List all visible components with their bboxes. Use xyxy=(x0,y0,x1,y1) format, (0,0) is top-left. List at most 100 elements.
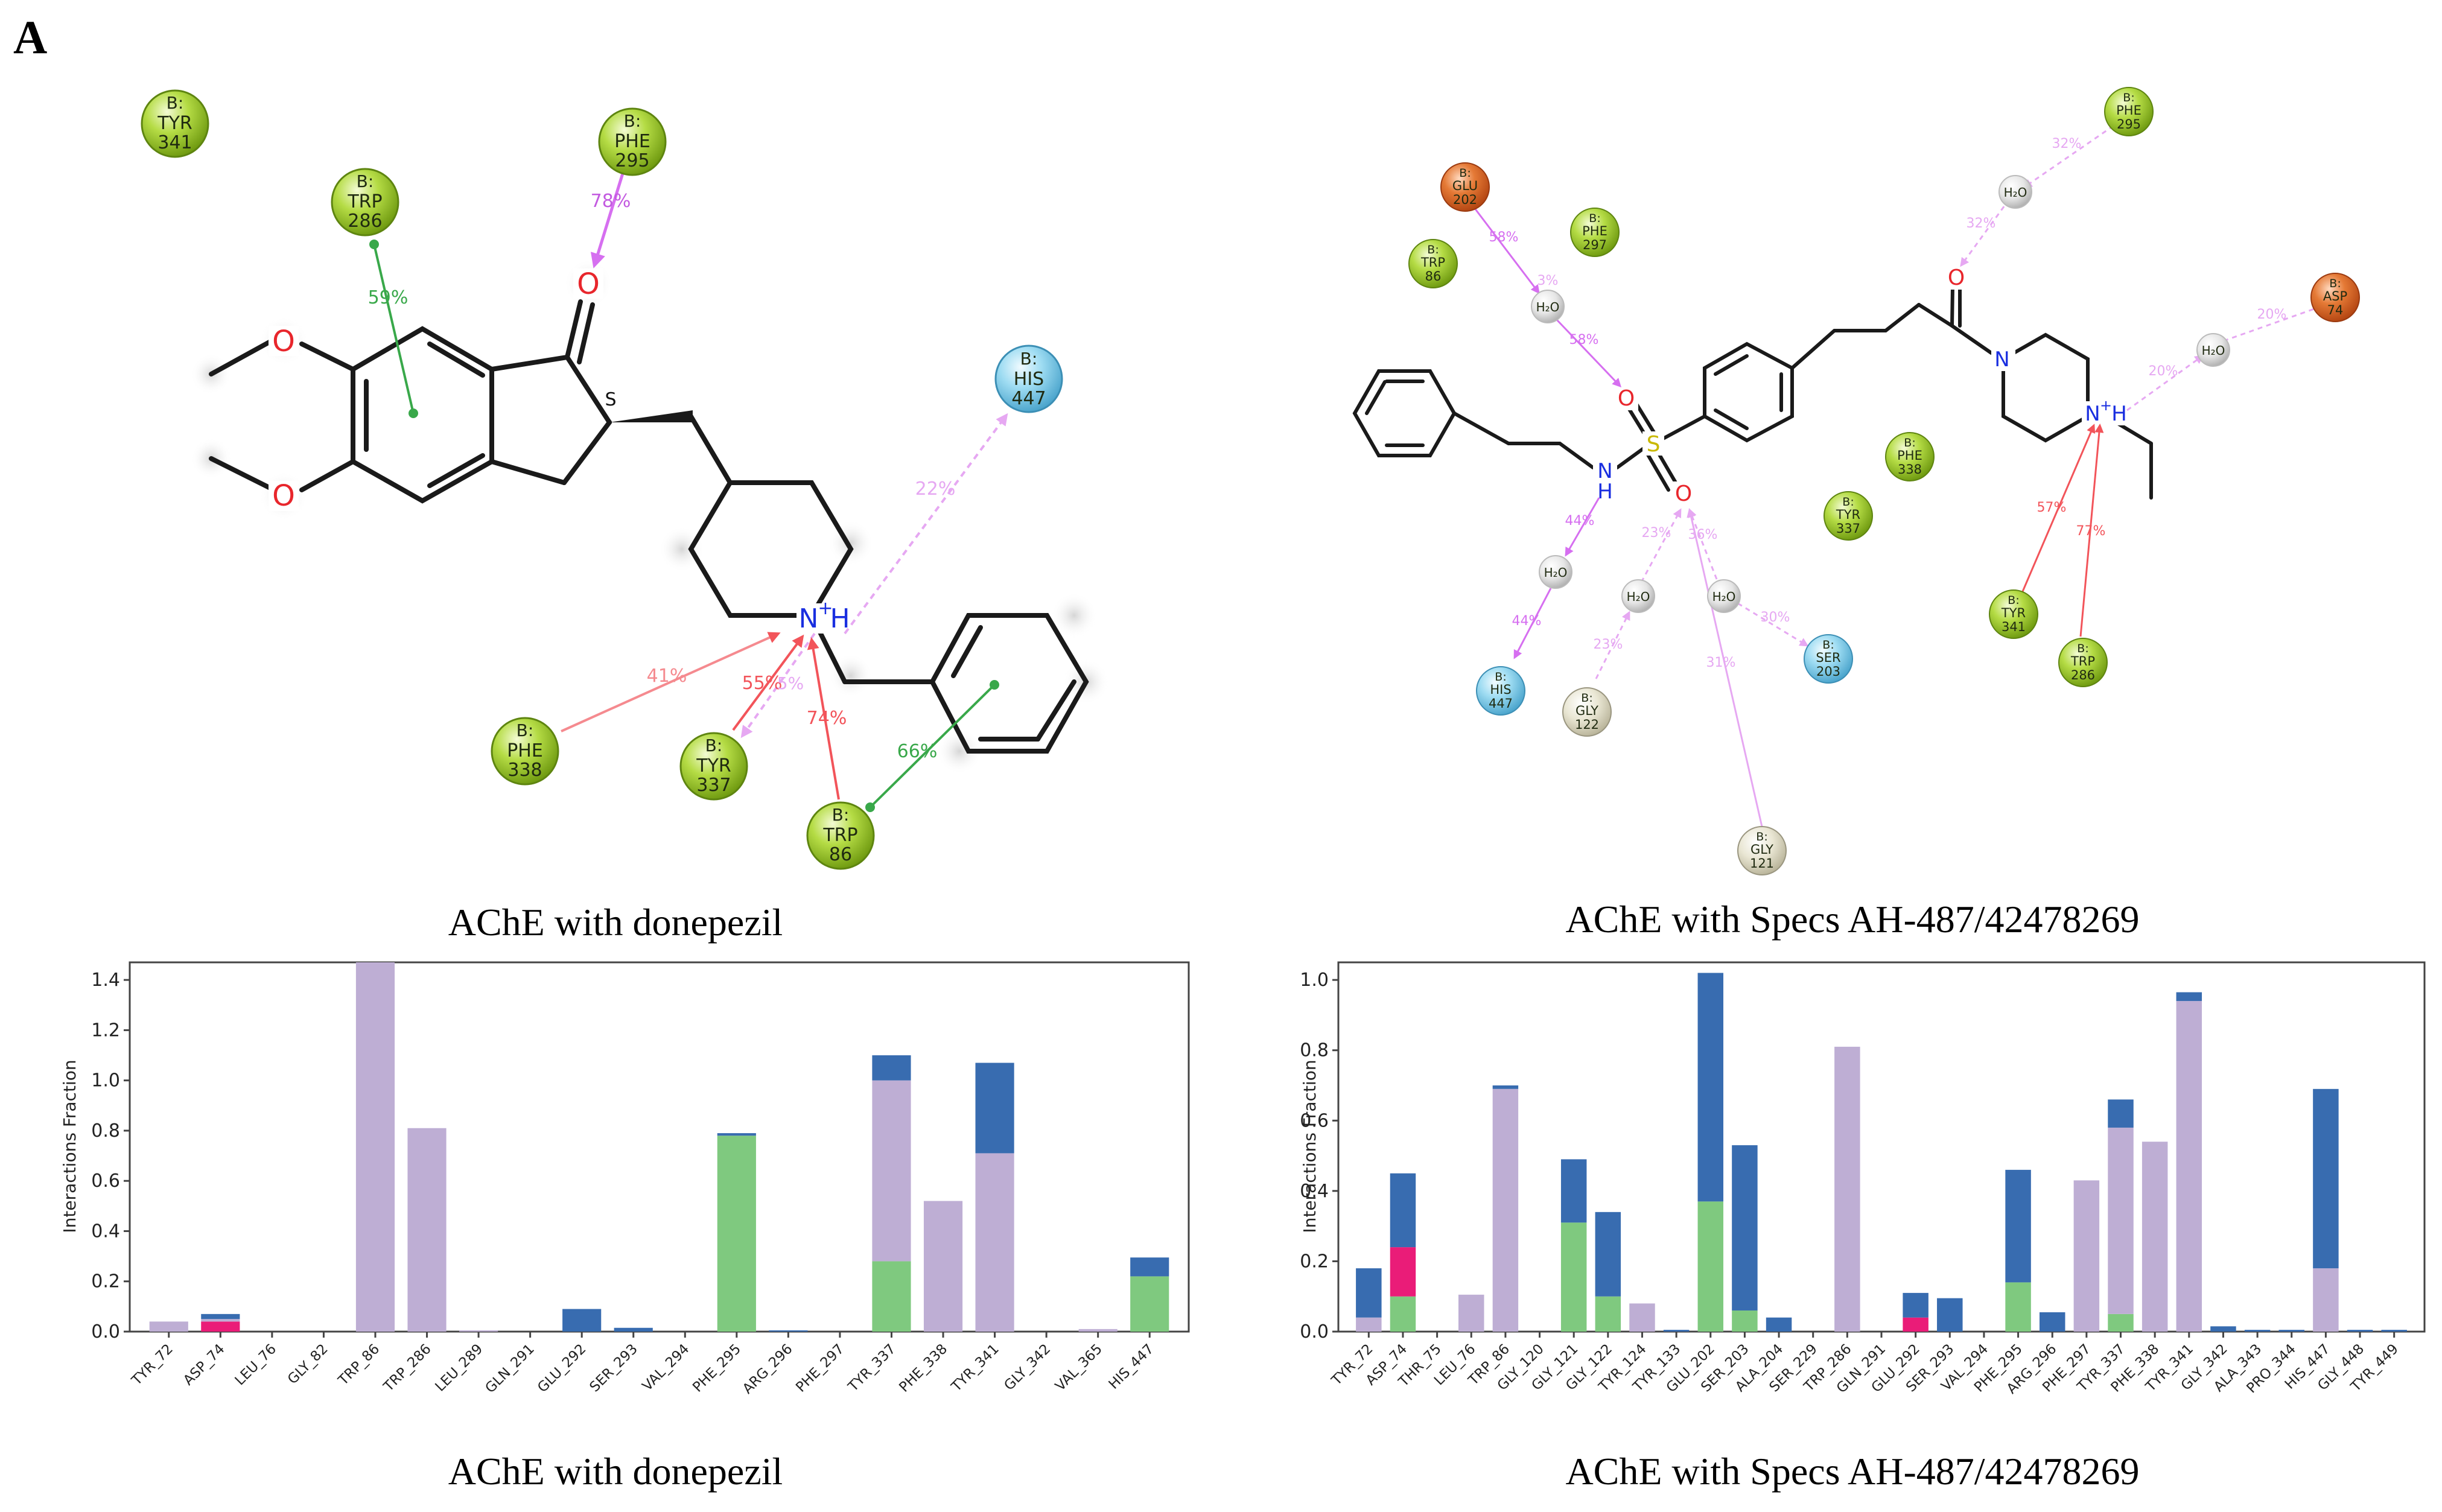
residue-phe338-left: B: PHE 338 xyxy=(491,717,559,786)
picat-tyr337 xyxy=(732,634,804,731)
svg-text:B:: B: xyxy=(2123,91,2134,104)
x-tick-label: VAL_294 xyxy=(640,1341,693,1394)
bar-water-bridge-asp-74 xyxy=(1390,1173,1416,1248)
svg-text:B:: B: xyxy=(1459,167,1471,180)
svg-text:286: 286 xyxy=(2071,668,2095,682)
svg-text:B:: B: xyxy=(1581,691,1592,705)
atom-nitrogen-plus: N xyxy=(2085,402,2100,426)
svg-text:TRP: TRP xyxy=(822,825,857,846)
caption-bottom-right: AChE with Specs AH-487/42478269 xyxy=(1565,1450,2139,1493)
atom-oxygen-s1: O xyxy=(1618,386,1635,411)
svg-text:295: 295 xyxy=(2117,117,2141,132)
svg-text:202: 202 xyxy=(1453,192,1477,207)
bar-chart-specs: Interactions Fraction 0.00.20.40.60.81.0… xyxy=(1300,961,2426,1397)
svg-text:337: 337 xyxy=(696,775,731,796)
svg-text:TYR: TYR xyxy=(1836,507,1860,522)
atom-oxygen-2: O xyxy=(272,479,295,513)
svg-text:B:: B: xyxy=(1427,243,1439,256)
water-molecules-right: H₂O H₂O H₂O H₂O H₂O H₂O xyxy=(1531,175,2230,613)
bar-water-bridge-ala-343 xyxy=(2244,1330,2271,1332)
y-tick-label: 0.4 xyxy=(1300,1181,1329,1202)
pct-41: 41% xyxy=(647,665,687,687)
atom-hydrogen: H xyxy=(830,603,850,634)
y-tick-label: 1.4 xyxy=(91,970,120,991)
svg-text:TRP: TRP xyxy=(2070,654,2095,669)
svg-text:338: 338 xyxy=(507,760,542,781)
bar-hydrophobic-tyr-341 xyxy=(2176,1001,2202,1332)
x-tick-label: GLY_342 xyxy=(1001,1341,1054,1394)
bar-water-bridge-gly-122 xyxy=(1595,1212,1621,1297)
svg-text:341: 341 xyxy=(157,132,192,153)
bar-water-bridge-asp-74 xyxy=(201,1313,240,1320)
plot-frame xyxy=(1337,961,2426,1333)
x-tick-label: HIS_447 xyxy=(1106,1341,1157,1393)
x-tick-label: SER_293 xyxy=(587,1341,641,1395)
picat-phe338 xyxy=(561,632,781,732)
atom-nitrogen-piperazine: N xyxy=(1994,348,2009,372)
svg-text:B:: B: xyxy=(624,111,641,131)
svg-text:341: 341 xyxy=(2002,620,2026,634)
bar-water-bridge-ser-293 xyxy=(614,1327,653,1332)
atom-nitrogen-amide: N xyxy=(1597,459,1612,483)
bar-water-bridge-ser-293 xyxy=(1937,1298,1963,1332)
svg-text:B:: B: xyxy=(1020,349,1038,369)
bar-water-bridge-pro-344 xyxy=(2278,1330,2304,1332)
svg-text:86: 86 xyxy=(1425,269,1442,284)
bar-water-bridge-gly-121 xyxy=(1560,1159,1587,1223)
svg-text:PHE: PHE xyxy=(1582,224,1607,238)
bar-hydrophobic-tyr-337 xyxy=(2108,1127,2134,1314)
y-tick-label: 0.4 xyxy=(91,1221,120,1242)
bar-hydrophobic-phe-297 xyxy=(2073,1180,2100,1332)
pct-74: 74% xyxy=(807,708,847,729)
svg-text:B:: B: xyxy=(1822,638,1834,652)
atom-oxygen-ketone: O xyxy=(577,267,600,301)
svg-text:GLY: GLY xyxy=(1576,704,1598,718)
svg-text:23%: 23% xyxy=(1594,637,1623,652)
bar-hydrophobic-tyr-337 xyxy=(872,1080,911,1262)
x-tick-label: VAL_365 xyxy=(1052,1341,1105,1394)
y-tick-label: 0.6 xyxy=(91,1171,120,1192)
atom-hydrogen-amide: H xyxy=(1597,480,1613,504)
svg-text:286: 286 xyxy=(348,211,382,232)
ligand-atoms-right: O O O S N H N N + H xyxy=(1593,265,2130,506)
svg-text:32%: 32% xyxy=(2052,136,2082,151)
bar-water-bridge-gly-342 xyxy=(2210,1326,2236,1332)
bar-hbond-tyr-337 xyxy=(2108,1313,2134,1332)
x-tick-label: TYR_341 xyxy=(948,1341,1002,1395)
svg-text:31%: 31% xyxy=(1706,655,1736,670)
bar-ionic-asp-74 xyxy=(1390,1247,1416,1297)
residue-tyr341-left: B: TYR 341 xyxy=(141,89,209,158)
svg-text:H₂O: H₂O xyxy=(2004,185,2027,200)
svg-text:TRP: TRP xyxy=(1420,255,1445,270)
bar-hydrophobic-tyr-72 xyxy=(1356,1317,1382,1332)
residue-his447-left: B: HIS 447 xyxy=(994,345,1063,413)
ligand-diagram-donepezil: O O O S N + H 78% 59% 22% 41% 55% 5% xyxy=(141,89,1109,870)
bar-hbond-his-447 xyxy=(1130,1276,1169,1332)
svg-text:B:: B: xyxy=(1589,212,1600,225)
bar-hydrophobic-trp-86 xyxy=(1492,1088,1519,1332)
y-tick-label: 0.6 xyxy=(1300,1110,1329,1131)
atom-nitrogen: N xyxy=(799,603,819,634)
bar-hbond-gly-121 xyxy=(1560,1222,1587,1332)
svg-text:23%: 23% xyxy=(1642,526,1671,541)
bar-hydrophobic-trp-86 xyxy=(355,962,395,1332)
bar-hydrophobic-leu-289 xyxy=(459,1330,498,1332)
bar-hydrophobic-trp-286 xyxy=(1834,1046,1860,1332)
svg-text:TYR: TYR xyxy=(696,755,731,777)
ligand-atoms-left: O O O S N + H xyxy=(269,267,851,634)
x-tick-label: LEU_289 xyxy=(433,1341,486,1395)
svg-text:86: 86 xyxy=(829,844,852,865)
svg-text:20%: 20% xyxy=(2149,364,2178,379)
svg-text:H₂O: H₂O xyxy=(1627,589,1650,604)
pct-78: 78% xyxy=(591,191,631,212)
svg-text:B:: B: xyxy=(517,720,534,740)
